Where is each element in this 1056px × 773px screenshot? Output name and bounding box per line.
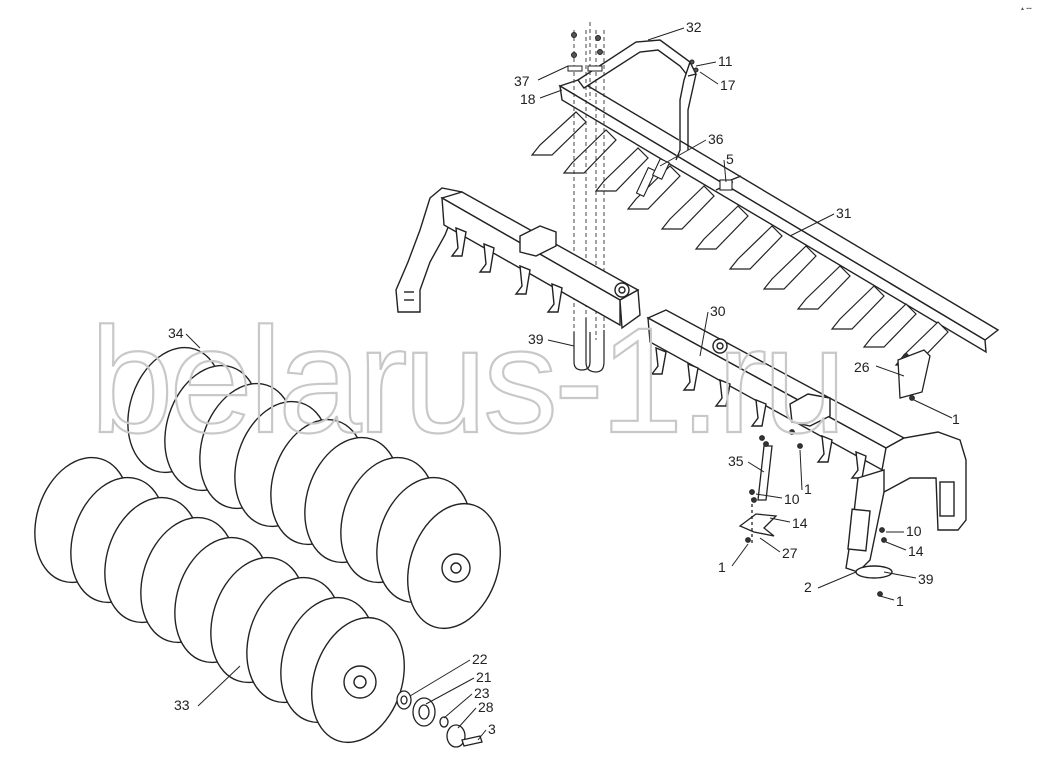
- label-1-scraper: 1: [718, 559, 726, 575]
- label-30: 30: [710, 303, 726, 319]
- label-1-right: 1: [952, 411, 960, 427]
- main-frame-left: [395, 187, 641, 330]
- label-35: 35: [728, 453, 744, 469]
- label-3: 3: [488, 721, 496, 737]
- label-10-right: 10: [906, 523, 922, 539]
- assembly-guide-lines: [573, 22, 605, 340]
- label-31: 31: [836, 205, 852, 221]
- end-plate: [897, 349, 931, 399]
- label-33: 33: [174, 697, 190, 713]
- spring-tensioner: [635, 157, 733, 198]
- label-2: 2: [804, 579, 812, 595]
- label-26: 26: [854, 359, 870, 375]
- disc-gang: [34, 346, 501, 744]
- label-39-upper: 39: [528, 331, 544, 347]
- label-14-left: 14: [792, 515, 808, 531]
- u-bolts: [573, 318, 605, 373]
- label-37: 37: [514, 73, 530, 89]
- corner-mark: ▲ ▪▪▪: [1020, 6, 1032, 12]
- label-5: 5: [726, 151, 734, 167]
- label-17: 17: [720, 77, 736, 93]
- label-36: 36: [708, 131, 724, 147]
- label-23: 23: [474, 685, 490, 701]
- label-34: 34: [168, 325, 184, 341]
- watermark-text: belarus-1.ru: [90, 296, 842, 464]
- right-side-arm: [845, 469, 893, 579]
- label-14-right: 14: [908, 543, 924, 559]
- upper-handle-bracket: [576, 39, 698, 161]
- label-27: 27: [782, 545, 798, 561]
- label-21: 21: [476, 669, 492, 685]
- label-11: 11: [718, 53, 733, 69]
- label-32: 32: [686, 19, 702, 35]
- frame-fasteners: [745, 353, 915, 597]
- top-fasteners: [567, 32, 699, 73]
- main-frame-right: [646, 309, 967, 531]
- label-1-frame: 1: [804, 481, 812, 497]
- hub-parts: [396, 690, 483, 748]
- label-22: 22: [472, 651, 488, 667]
- label-1-lower: 1: [896, 593, 904, 609]
- leader-lines: [185, 27, 953, 741]
- label-18: 18: [520, 91, 536, 107]
- label-39-lower: 39: [918, 571, 934, 587]
- part-labels: 32 11 17 37 18 36 5 31 30 34 39 26 1 35 …: [168, 19, 960, 737]
- tine-row: [530, 111, 949, 366]
- rear-tine-bar: [558, 79, 1000, 354]
- label-28: 28: [478, 699, 494, 715]
- label-10-left: 10: [784, 491, 800, 507]
